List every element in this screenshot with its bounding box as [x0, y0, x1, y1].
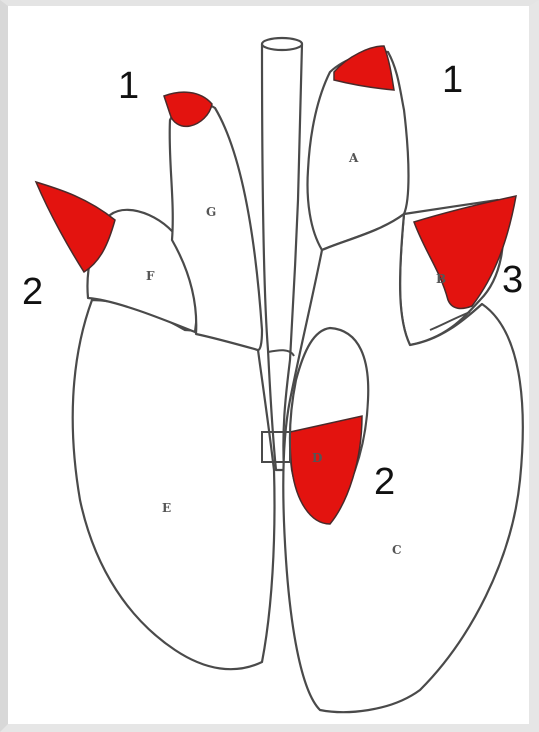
lobe-letter-f: F — [146, 269, 155, 283]
number-left-apex: 1 — [118, 65, 139, 107]
left-caudal-lobe — [73, 300, 275, 669]
number-accessory: 2 — [374, 461, 395, 503]
number-left-cranial: 2 — [22, 271, 43, 313]
lobe-letter-a: A — [348, 151, 359, 165]
lobe-letter-g: G — [206, 205, 216, 219]
number-right-middle: 3 — [502, 259, 523, 301]
trachea-opening — [262, 38, 302, 50]
lobe-letter-d: D — [312, 451, 322, 465]
lobe-letter-b: B — [436, 272, 446, 286]
number-right-apex: 1 — [442, 59, 463, 101]
lobe-letter-c: C — [392, 543, 402, 557]
lobe-letter-e: E — [162, 501, 171, 515]
